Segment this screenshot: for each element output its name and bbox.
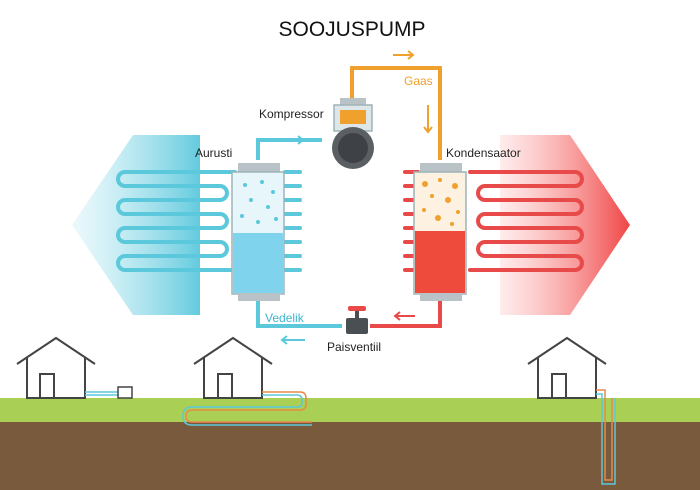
label-condenser: Kondensaator — [446, 146, 521, 160]
warm-air-arrow — [500, 135, 630, 315]
soil — [0, 422, 700, 490]
pipe-gas — [350, 66, 442, 160]
condenser-tank — [413, 163, 467, 301]
flow-arrow-icon — [280, 50, 433, 345]
pipe-valve-to-evap — [256, 300, 342, 328]
house-icon — [16, 336, 96, 399]
condenser-coil — [403, 170, 584, 272]
label-liquid: Vedelik — [265, 311, 305, 325]
evaporator-tank — [231, 163, 285, 301]
expansion-valve-icon — [346, 306, 368, 334]
house-1-pipes — [85, 391, 120, 396]
label-gas: Gaas — [404, 74, 433, 88]
house-icon — [193, 336, 273, 399]
label-expansion-valve: Paisventiil — [327, 340, 381, 354]
page-title: SOOJUSPUMP — [278, 18, 425, 41]
pipe-evap-to-compressor — [256, 138, 322, 160]
outdoor-unit — [117, 386, 133, 399]
pipe-condenser-to-valve — [370, 300, 442, 328]
label-evaporator: Aurusti — [195, 146, 232, 160]
ground-loop-vertical — [596, 389, 616, 485]
house-icon — [527, 336, 607, 399]
label-compressor: Kompressor — [259, 107, 324, 121]
ground-loop-horizontal — [182, 391, 312, 426]
grass-strip — [0, 398, 700, 422]
evaporator-coil — [116, 170, 302, 272]
compressor-icon — [332, 98, 374, 169]
cold-air-arrow — [72, 135, 200, 315]
